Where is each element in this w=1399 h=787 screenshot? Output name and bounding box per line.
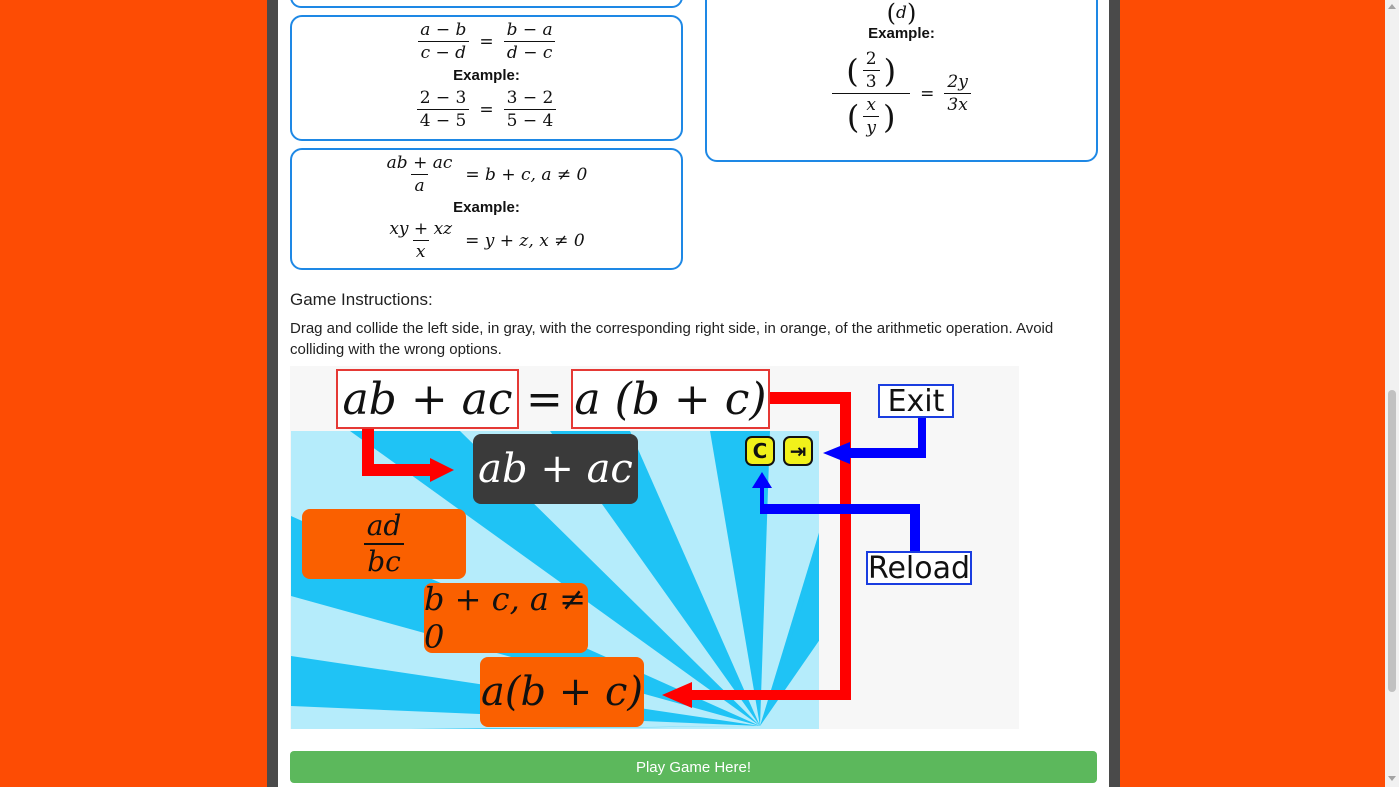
example-label: Example: [868, 25, 935, 42]
example-rhs-denominator: 5 − 4 [503, 109, 557, 130]
partial-denominator: d [896, 3, 907, 23]
lhs-numerator: a − b [420, 20, 467, 40]
equals-sign: = [479, 99, 494, 120]
gray-tile[interactable]: ab + ac [473, 434, 638, 504]
inner-top-numerator: 2 [865, 49, 877, 69]
orange-tile-fraction[interactable]: ad bc [302, 509, 466, 579]
blue-arrow-to-exit-button [823, 418, 926, 464]
lhs-numerator: ab + ac [386, 153, 453, 173]
tile-denominator: bc [364, 543, 404, 577]
example-rhs-expression: = y + z, x ≠ 0 [465, 230, 585, 251]
example-lhs-denominator: x [412, 240, 429, 261]
formula-card-partial [290, 0, 683, 8]
open-paren: ( [846, 97, 860, 136]
lhs-denominator: a [411, 174, 428, 195]
equation-right-box: a (b + c) [571, 369, 770, 429]
vertical-scrollbar[interactable] [1385, 0, 1399, 787]
example-lhs-numerator: xy + xz [389, 219, 453, 239]
exit-label: Exit [878, 384, 954, 419]
open-paren: ( [846, 51, 859, 90]
equals-sign: = [920, 83, 935, 104]
exit-button[interactable]: ⇥ [783, 436, 813, 466]
page-left-border [267, 0, 278, 787]
red-arrow-to-gray-tile [362, 428, 454, 482]
lhs-denominator: c − d [417, 41, 470, 62]
inner-bottom-numerator: x [866, 95, 876, 115]
example-lhs-denominator: 4 − 5 [416, 109, 470, 130]
example-label: Example: [453, 67, 520, 84]
close-paren: ) [883, 51, 897, 90]
open-paren: ( [886, 0, 897, 27]
equation-left-box: ab + ac [336, 369, 519, 429]
example-rhs-numerator: 3 − 2 [506, 88, 554, 108]
scroll-up-arrow-icon[interactable] [1388, 4, 1396, 9]
reload-button[interactable]: C [745, 436, 775, 466]
orange-tile-condition[interactable]: b + c, a ≠ 0 [424, 580, 588, 656]
reload-label: Reload [866, 550, 972, 586]
example-lhs-numerator: 2 − 3 [419, 88, 467, 108]
scrollbar-thumb[interactable] [1388, 390, 1396, 692]
inner-bottom-denominator: y [863, 116, 879, 137]
orange-tile-product[interactable]: a(b + c) [480, 657, 644, 727]
blue-arrow-to-reload-button [752, 472, 920, 552]
instructions-text: Drag and collide the left side, in gray,… [290, 320, 1054, 358]
tile-numerator: ad [366, 509, 402, 542]
close-paren: ) [906, 0, 917, 27]
rhs-numerator: b − a [506, 20, 553, 40]
inner-top-denominator: 3 [862, 70, 880, 91]
rhs-expression: = b + c, a ≠ 0 [465, 164, 588, 185]
scroll-down-arrow-icon[interactable] [1388, 776, 1396, 781]
equals-sign: = [479, 31, 494, 52]
game-preview-image: ab + ac = a (b + c) ab + ac ad bc b + c,… [290, 366, 1019, 729]
instructions-heading: Game Instructions: [290, 290, 433, 309]
play-game-button[interactable]: Play Game Here! [290, 751, 1097, 783]
close-paren: ) [882, 97, 896, 136]
equation-equals: = [526, 374, 563, 425]
rhs-denominator: 3x [944, 93, 971, 114]
page-right-border [1109, 0, 1120, 787]
rhs-denominator: d − c [503, 41, 556, 62]
example-label: Example: [453, 199, 520, 216]
rhs-numerator: 2y [947, 72, 968, 92]
